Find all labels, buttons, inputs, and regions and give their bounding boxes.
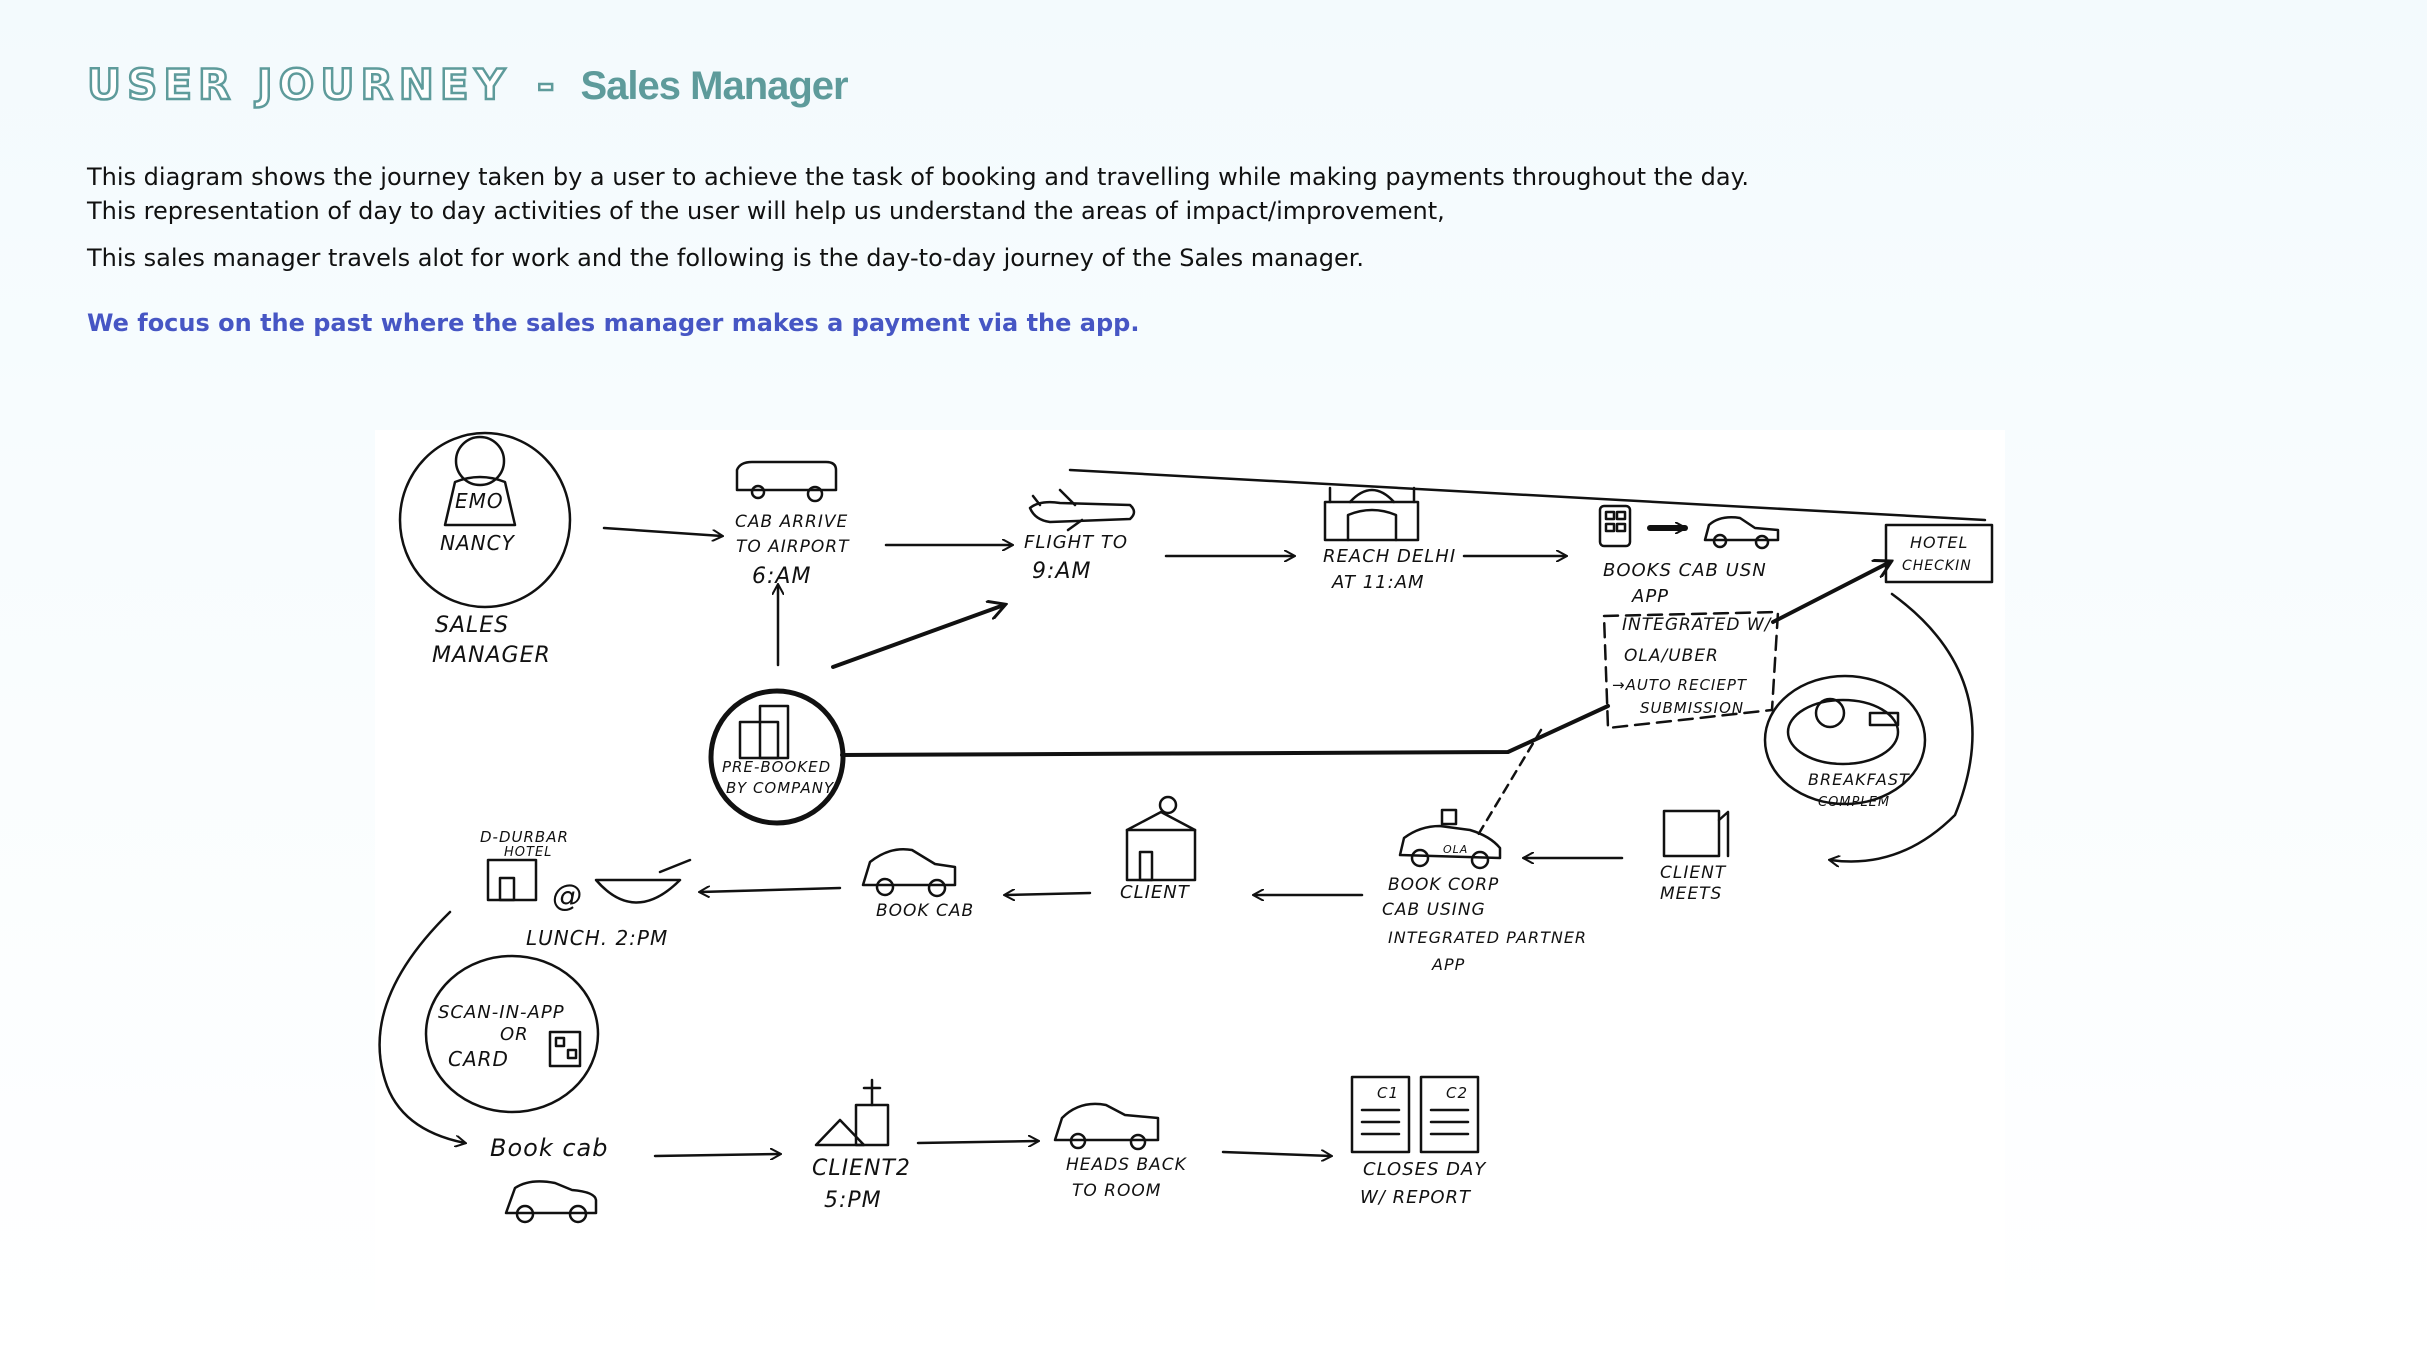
taxi-icon bbox=[1398, 808, 1502, 870]
breakfast-plate-icon bbox=[1763, 674, 1927, 806]
building-icon bbox=[1662, 809, 1730, 858]
arrow bbox=[653, 1154, 780, 1156]
scan-circle bbox=[424, 954, 600, 1114]
sketch-label: BOOKS CAB USN bbox=[1603, 560, 1767, 581]
arrow bbox=[1771, 562, 1890, 624]
sketch-label: OLA bbox=[1443, 843, 1468, 856]
sketch-label: 6:AM bbox=[752, 564, 811, 589]
sketch-label: →AUTO RECIEPT bbox=[1612, 676, 1748, 694]
sketch-label: MANAGER bbox=[432, 643, 551, 668]
sketch-label: SCAN-IN-APP bbox=[438, 1002, 565, 1023]
sketch-label: SALES bbox=[435, 613, 509, 638]
page-subtitle: Sales Manager bbox=[580, 64, 848, 108]
car-icon bbox=[735, 460, 838, 503]
line bbox=[840, 704, 1610, 757]
sketch-label: INTEGRATED PARTNER bbox=[1388, 928, 1587, 947]
loop-arrow bbox=[1830, 592, 1974, 862]
sketch-label: COMPLEM bbox=[1818, 795, 1890, 810]
sketch-label: HOTEL bbox=[504, 845, 552, 860]
sketch-label: CHECKIN bbox=[1902, 558, 1972, 574]
loop-arrow bbox=[378, 910, 465, 1143]
car-icon bbox=[861, 848, 957, 898]
monument-icon bbox=[1323, 486, 1420, 542]
sketch-label: EMO bbox=[455, 489, 504, 513]
sketch-label: INTEGRATED W/ bbox=[1622, 615, 1773, 635]
arrow bbox=[1221, 1152, 1331, 1156]
company-building-circle bbox=[708, 688, 846, 826]
sketch-label: CARD bbox=[448, 1047, 509, 1071]
sketch-label: HOTEL bbox=[1910, 533, 1968, 552]
sketch-label: 5:PM bbox=[824, 1188, 882, 1213]
sketch-label: NANCY bbox=[440, 531, 516, 555]
arrow bbox=[602, 526, 722, 536]
page-header: USER JOURNEY - Sales Manager bbox=[86, 59, 849, 111]
arrow bbox=[700, 888, 842, 892]
sketch-label: OLA/UBER bbox=[1624, 646, 1719, 666]
sketch-label: CAB ARRIVE bbox=[735, 512, 848, 532]
car-icon bbox=[504, 1180, 598, 1224]
sketch-label: D-DURBAR bbox=[480, 828, 569, 846]
intro-line-3: This sales manager travels alot for work… bbox=[87, 244, 1365, 272]
line bbox=[1068, 468, 1987, 522]
intro-line-2: This representation of day to day activi… bbox=[87, 197, 1445, 225]
client2-building-icon bbox=[814, 1078, 890, 1147]
car-icon bbox=[1703, 516, 1780, 550]
hotel-checkin-box bbox=[1884, 523, 1994, 584]
sketch-label: BOOK CAB bbox=[876, 901, 974, 921]
sketch-label: CAB USING bbox=[1382, 900, 1486, 920]
sketch-label: Book cab bbox=[490, 1134, 609, 1162]
sketch-label: APP bbox=[1631, 586, 1669, 607]
integration-box bbox=[1602, 610, 1780, 730]
sketch-label: BREAKFAST bbox=[1808, 770, 1910, 789]
sketch-label: AT 11:AM bbox=[1331, 572, 1425, 593]
arrow bbox=[916, 1141, 1038, 1143]
sketch-label: CLIENT bbox=[1120, 882, 1191, 903]
sketch-label: C1 bbox=[1377, 1084, 1399, 1102]
sketch-label: MEETS bbox=[1660, 884, 1722, 904]
sketch-label: CLIENT bbox=[1660, 863, 1727, 883]
sketch-label: TO AIRPORT bbox=[736, 537, 850, 557]
sketch-label: PRE-BOOKED bbox=[722, 758, 831, 776]
client-building-icon bbox=[1125, 795, 1197, 882]
arrow bbox=[831, 605, 1004, 669]
sketch-label: APP bbox=[1431, 955, 1465, 974]
report-docs-icon bbox=[1350, 1075, 1480, 1154]
sketch-label: TO ROOM bbox=[1072, 1181, 1161, 1201]
sketch-paper bbox=[375, 430, 2005, 1310]
plane-icon bbox=[1028, 488, 1136, 532]
phone-icon bbox=[1598, 504, 1632, 548]
sketch-label: 9:AM bbox=[1032, 559, 1091, 584]
arrow bbox=[1005, 893, 1092, 895]
qr-code-icon bbox=[548, 1030, 582, 1068]
focus-statement: We focus on the past where the sales man… bbox=[87, 309, 1140, 337]
car-icon bbox=[1053, 1102, 1160, 1151]
sketch-label: HEADS BACK bbox=[1066, 1155, 1188, 1175]
page-title: USER JOURNEY bbox=[86, 59, 512, 111]
sketch-label: C2 bbox=[1446, 1084, 1468, 1102]
sketch-label: REACH DELHI bbox=[1323, 546, 1456, 567]
sketch-label: LUNCH. 2:PM bbox=[526, 926, 668, 950]
title-separator: - bbox=[536, 59, 556, 111]
sketch-label: W/ REPORT bbox=[1360, 1187, 1472, 1208]
intro-line-1: This diagram shows the journey taken by … bbox=[87, 163, 1750, 191]
user-persona bbox=[398, 431, 572, 609]
sketch-label: BOOK CORP bbox=[1388, 875, 1499, 895]
dashed-link bbox=[1476, 728, 1543, 837]
sketch-label: @ bbox=[552, 879, 583, 914]
sketch-label: CLIENT2 bbox=[812, 1156, 911, 1181]
sketch-label: BY COMPANY bbox=[726, 779, 835, 797]
sketch-label: OR bbox=[500, 1024, 529, 1045]
sketch-label: CLOSES DAY bbox=[1363, 1159, 1487, 1180]
hotel-icon bbox=[486, 858, 538, 902]
lunch-bowl-icon bbox=[594, 858, 692, 904]
sketch-label: FLIGHT TO bbox=[1024, 532, 1128, 553]
sketch-label: SUBMISSION bbox=[1640, 699, 1744, 717]
